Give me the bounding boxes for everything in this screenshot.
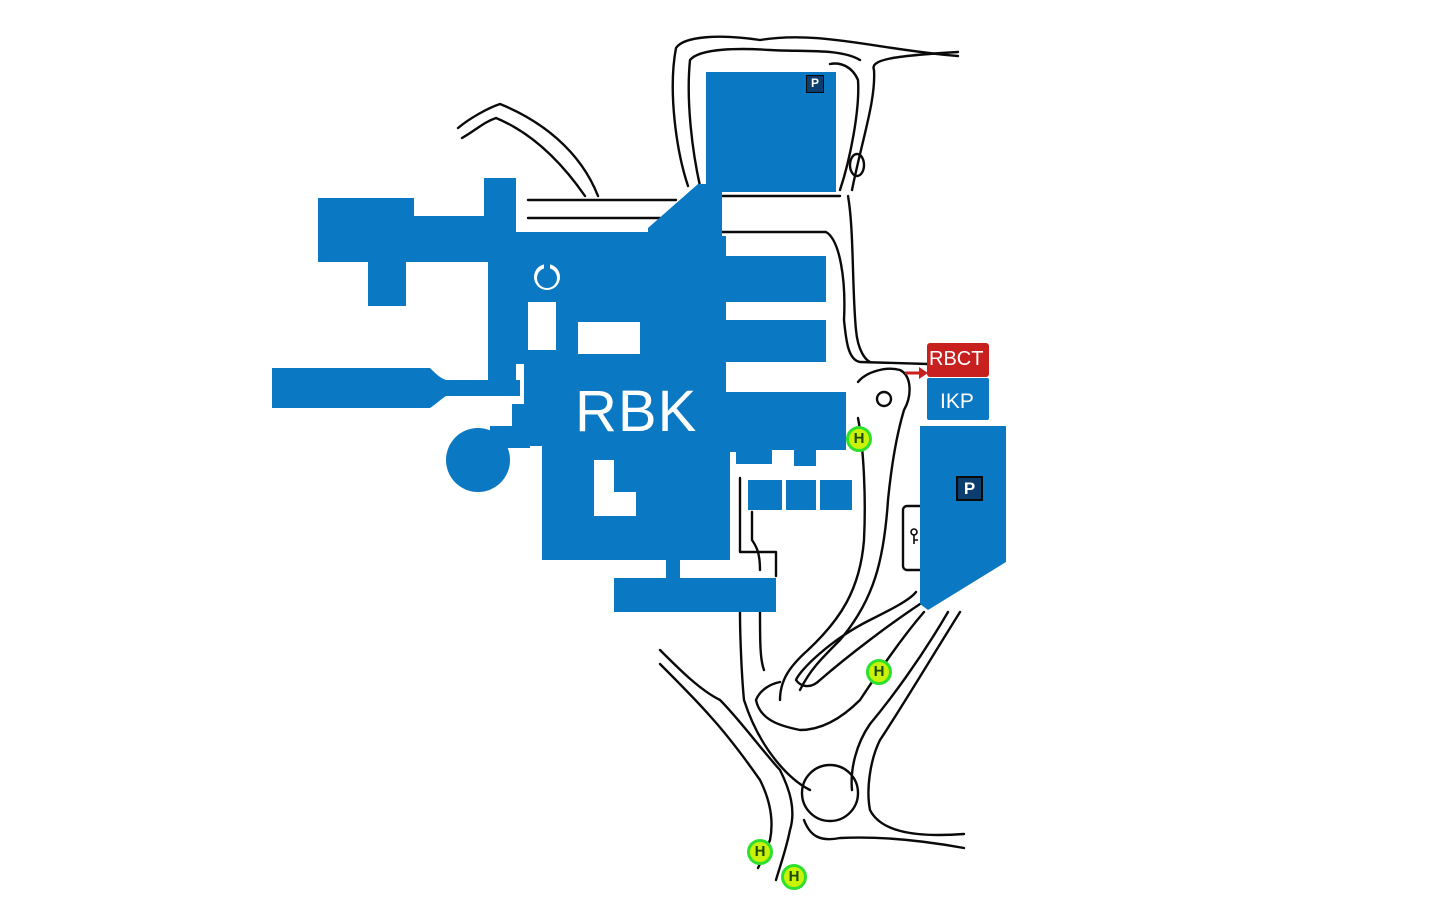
key-icon bbox=[910, 528, 918, 544]
label-rbk: RBK bbox=[575, 379, 698, 444]
road-network bbox=[456, 35, 966, 882]
building-rbk bbox=[512, 184, 846, 612]
buildings bbox=[272, 72, 1006, 612]
label-rbct: RBCT bbox=[929, 348, 984, 370]
building-west-long bbox=[272, 368, 520, 408]
bus-stop-icon: H bbox=[781, 864, 807, 890]
bus-stop-icon: H bbox=[866, 659, 892, 685]
building-east-parking bbox=[920, 426, 1006, 610]
building-ikp bbox=[927, 378, 989, 420]
building-small-round bbox=[537, 268, 557, 288]
bus-stop-icon: H bbox=[747, 839, 773, 865]
arrow-icon bbox=[905, 367, 928, 379]
building-west-wing bbox=[318, 178, 648, 380]
label-ikp: IKP bbox=[940, 390, 974, 413]
bus-stop-icon: H bbox=[846, 426, 872, 452]
building-rbct[interactable] bbox=[927, 343, 989, 377]
parking-icon: P bbox=[806, 75, 824, 93]
parking-icon: P bbox=[956, 476, 983, 501]
